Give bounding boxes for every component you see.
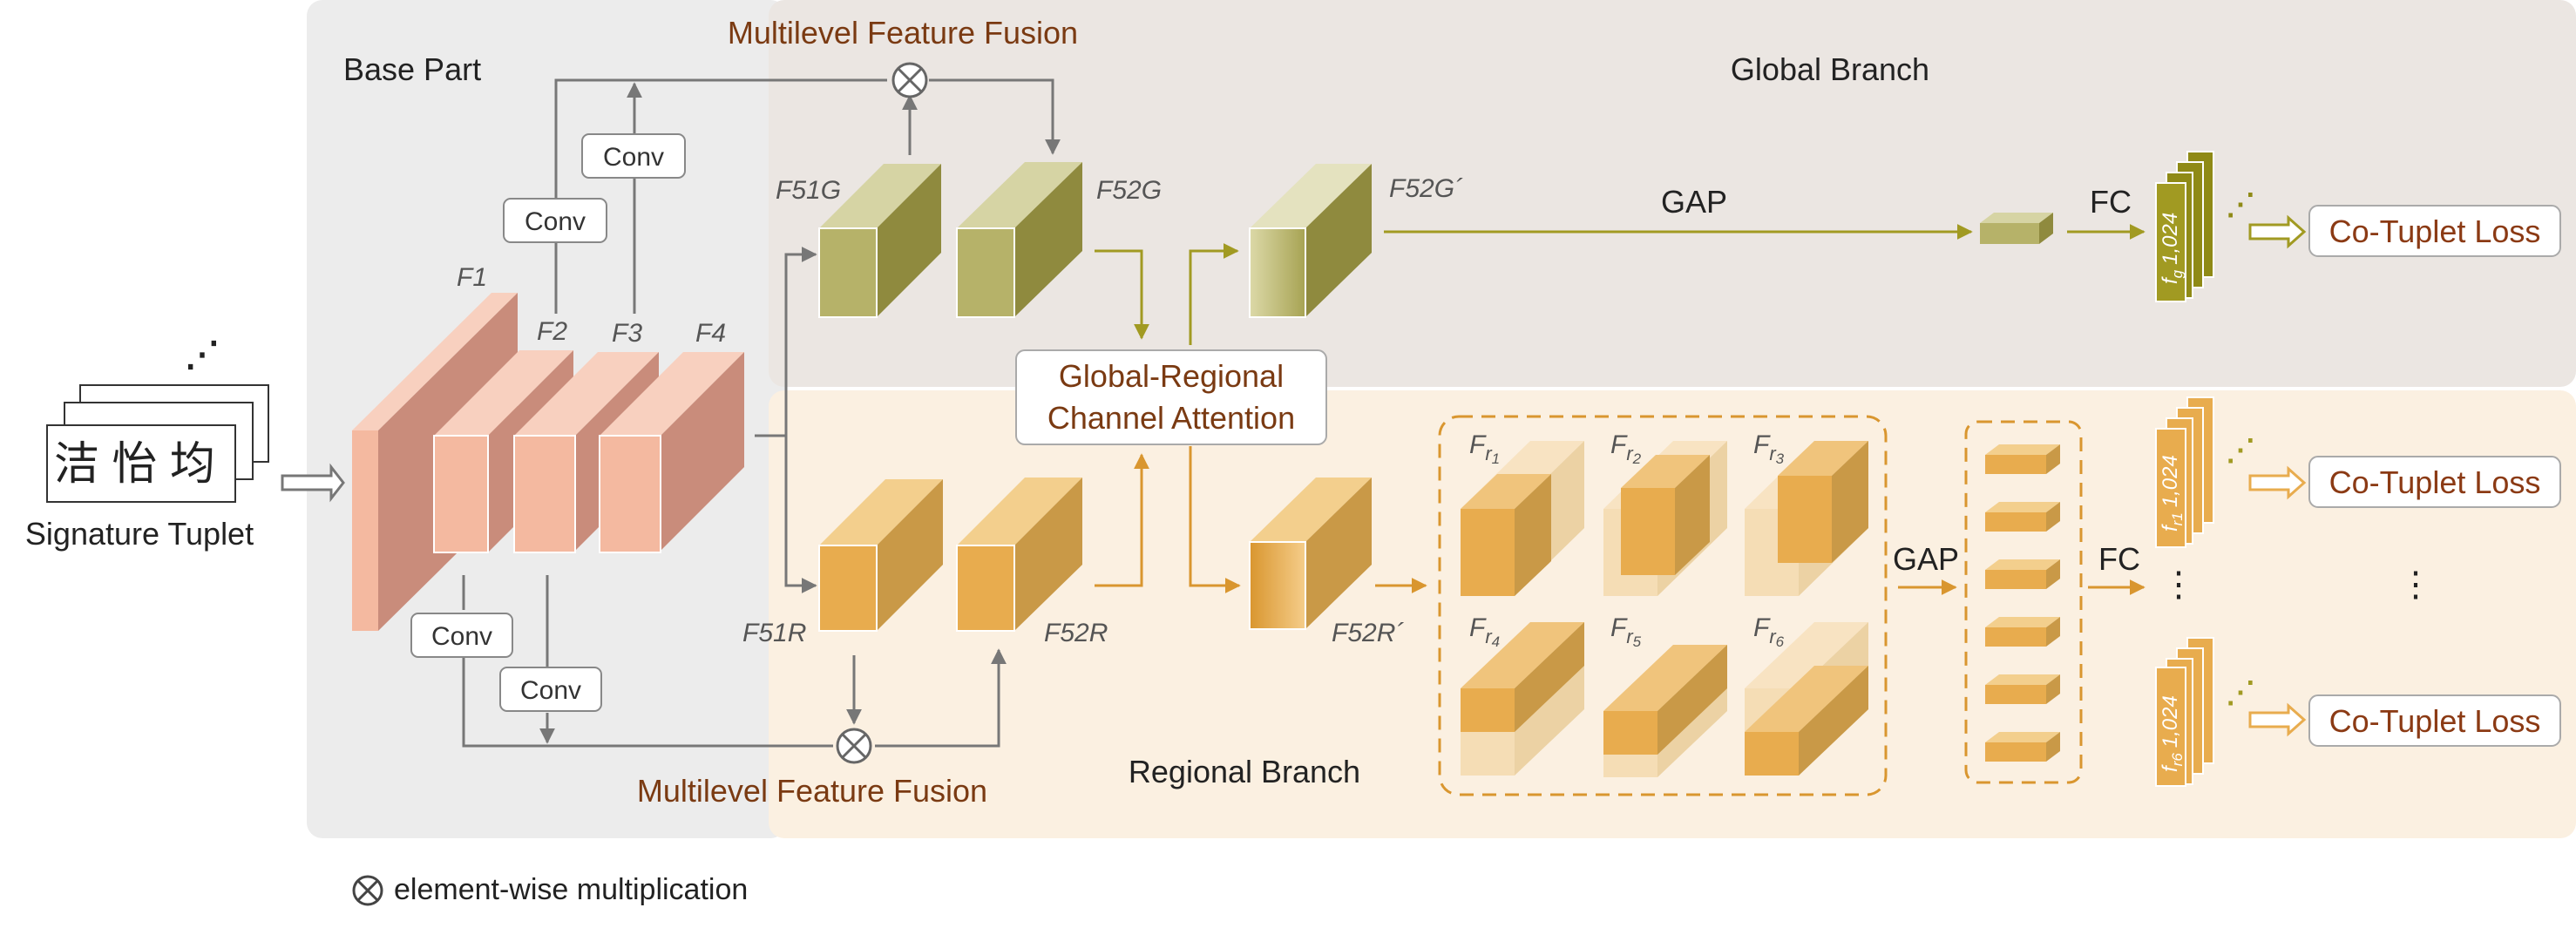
gap-vectors-regional [1985,444,2060,762]
signature-handwriting: 洁 怡 均 [54,439,215,490]
gap-vector-r5 [1985,674,2060,704]
label-f2: F2 [537,317,567,346]
embedding-label-regional-6: fr61,024 [2159,695,2186,772]
co-tuplet-loss-global: Co-Tuplet Loss [2308,205,2561,257]
region-label-5: Fr5 [1610,613,1642,650]
feature-block-f51g [818,164,941,318]
gap-vector-r6 [1985,732,2060,762]
region-crop-1 [1461,441,1584,596]
region-label-1: Fr1 [1469,430,1500,467]
region-crop-5 [1603,645,1727,777]
region-label-4: Fr4 [1469,613,1500,650]
gap-vector-r4 [1985,617,2060,647]
attention-line-2: Channel Attention [1047,400,1295,436]
conv-box-top-1: Conv [503,198,607,243]
multiply-op-bottom [836,728,872,764]
loss-label: Co-Tuplet Loss [2329,703,2541,739]
region-label-6: Fr6 [1753,613,1785,650]
loss-label: Co-Tuplet Loss [2329,464,2541,500]
fusion-title-bottom: Multilevel Feature Fusion [637,773,987,809]
label-f52g-prime: F52G´ [1389,174,1463,203]
attention-line-1: Global-Regional [1059,358,1284,394]
feature-block-f52g-prime [1249,164,1372,318]
loss-label: Co-Tuplet Loss [2329,213,2541,249]
tuplet-ellipsis: ⋰ [185,335,220,374]
base-part-title: Base Part [343,51,481,87]
gap-vector-global [1980,213,2053,244]
region-crop-6 [1745,622,1868,776]
legend-text: element-wise multiplication [394,873,748,906]
top-fusion-connectors [554,78,1061,314]
region-label-3: Fr3 [1753,430,1785,467]
conv-label: Conv [603,143,664,172]
channel-attention-box: Global-Regional Channel Attention [1015,349,1327,445]
gap-label-regional: GAP [1893,541,1959,577]
region-crop-3 [1745,441,1868,596]
region-label-2: Fr2 [1610,430,1642,467]
legend: element-wise multiplication [352,873,748,906]
embedding-stack-regional-1: fr11,024 ⋰ [2155,396,2255,548]
conv-box-bottom-1: Conv [410,613,513,658]
conv-box-top-2: Conv [581,133,686,179]
region-crop-2 [1603,441,1727,596]
global-branch-title: Global Branch [1731,51,1929,87]
multiply-op-top [891,62,928,98]
label-f4: F4 [695,319,726,348]
label-f52r-prime: F52R´ [1332,619,1404,647]
co-tuplet-loss-regional-6: Co-Tuplet Loss [2308,694,2561,747]
embedding-label-global: fg1,024 [2159,213,2186,284]
embedding-stack-regional-6: fr61,024 ⋰ [2155,637,2255,787]
loss-arrow-global [2248,214,2307,249]
gap-vector-r3 [1985,559,2060,589]
signature-card-front [46,424,236,503]
regional-gap-box [1964,420,2083,784]
label-f52r: F52R [1044,619,1108,647]
vertical-ellipsis-embeddings: ⋮ [2161,566,2196,604]
signature-tuplet-label: Signature Tuplet [25,516,254,552]
label-f52g: F52G [1096,176,1162,205]
global-branch-arrows [1095,224,2146,345]
fc-label-regional: FC [2098,541,2140,577]
embedding-ellipsis-regional-6: ⋰ [2226,676,2255,709]
global-branch-panel [769,0,2576,387]
loss-arrow-regional-6 [2248,702,2307,737]
conv-label: Conv [525,207,586,236]
label-f51g: F51G [776,176,841,205]
vertical-ellipsis-losses: ⋮ [2398,566,2433,604]
fusion-title-top: Multilevel Feature Fusion [728,15,1078,51]
label-f3: F3 [612,319,642,348]
feature-block-f52r-prime [1249,478,1372,630]
conv-box-bottom-2: Conv [499,667,602,712]
conv-label: Conv [520,676,581,705]
branch-split-connectors [755,247,817,593]
signature-tuplet: ⋰ 洁 怡 均 Signature Tuplet [25,335,269,552]
gap-vector-r1 [1985,444,2060,474]
multiply-legend-icon [352,875,383,906]
regional-branch-arrows [1095,446,2146,595]
label-f1: F1 [457,263,487,292]
regional-branch-title: Regional Branch [1129,754,1360,789]
bottom-fusion-connectors [462,575,1007,748]
embedding-ellipsis-global: ⋰ [2226,188,2255,221]
co-tuplet-loss-regional-1: Co-Tuplet Loss [2308,456,2561,508]
embedding-label-regional-1: fr11,024 [2159,455,2186,532]
region-crop-4 [1461,622,1584,776]
embedding-stack-global: fg1,024 ⋰ [2155,151,2255,302]
conv-label: Conv [431,622,492,651]
feature-block-f51r [818,479,943,632]
label-f51r: F51R [742,619,806,647]
gap-label-global: GAP [1661,184,1727,220]
fc-label-global: FC [2090,184,2132,220]
feature-block-f52r [956,478,1082,632]
input-arrow [281,463,345,503]
loss-arrow-regional-1 [2248,465,2307,500]
embedding-ellipsis-regional-1: ⋰ [2226,434,2255,467]
regional-crops-box [1438,415,1888,796]
gap-vector-r2 [1985,502,2060,532]
feature-block-f52g [956,162,1082,318]
regional-branch-panel [769,390,2576,838]
feature-block-f4 [599,352,744,553]
